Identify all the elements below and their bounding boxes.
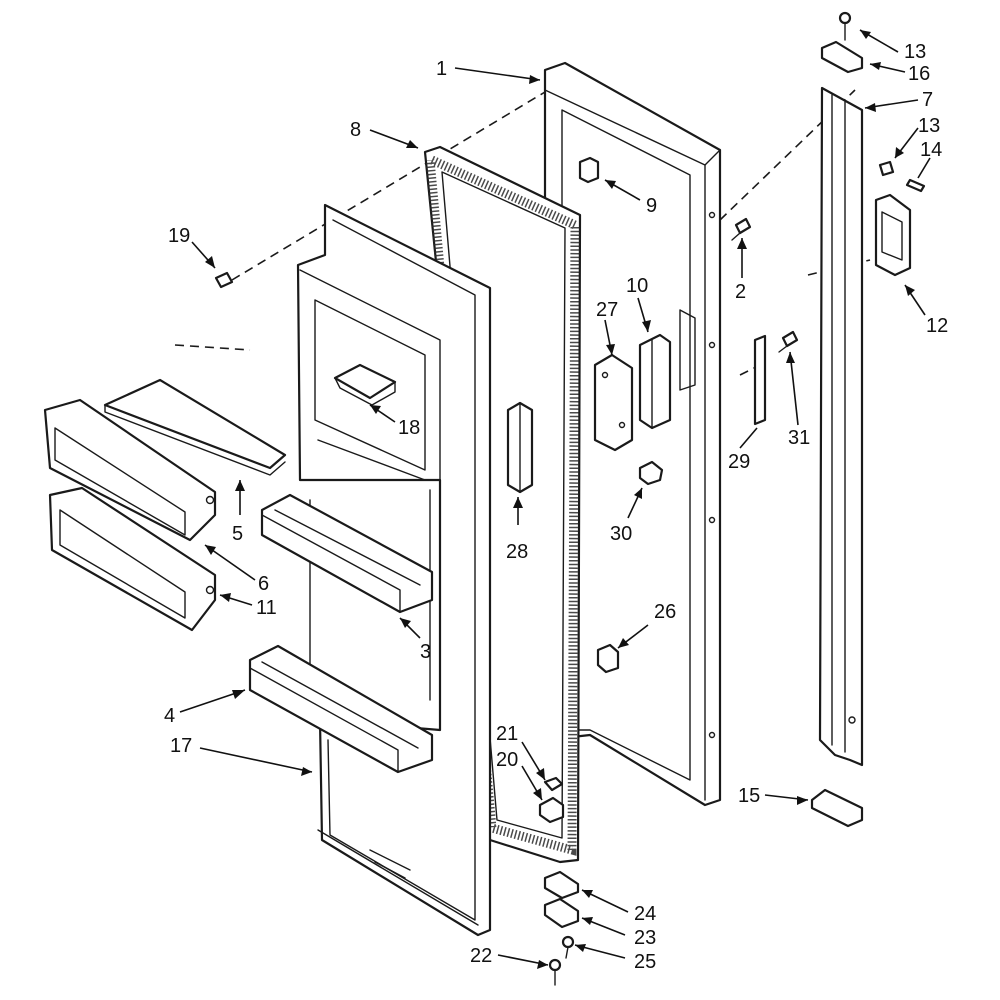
part-13-side-screw <box>878 160 895 177</box>
callout-30: 30 <box>610 523 632 545</box>
leader-arrows <box>179 29 931 969</box>
callout-31: 31 <box>788 427 810 449</box>
callout-10: 10 <box>626 275 648 297</box>
part-3-door-shelf <box>260 493 434 614</box>
alignment-line-5 <box>174 344 251 351</box>
part-25-screw <box>561 935 575 959</box>
part-12-handle <box>874 193 912 277</box>
callout-13-top: 13 <box>904 41 926 63</box>
part-18-small-bin <box>333 363 397 406</box>
callout-13-side: 13 <box>918 115 940 137</box>
part-14-pin <box>905 178 926 193</box>
callout-27: 27 <box>596 299 618 321</box>
callout-24: 24 <box>634 903 656 925</box>
part-9-plug <box>578 156 600 184</box>
leader-17 <box>199 747 313 773</box>
part-10-hinge-block <box>638 333 672 430</box>
part-5-bin-cover <box>103 378 287 476</box>
part-24-bottom-plate <box>543 870 580 900</box>
callout-3: 3 <box>420 641 431 663</box>
callout-4: 4 <box>164 705 175 727</box>
part-22-screw <box>548 958 562 986</box>
callout-1: 1 <box>436 58 447 80</box>
callout-16: 16 <box>908 63 930 85</box>
leader-29 <box>739 427 758 449</box>
callout-8: 8 <box>350 119 361 141</box>
part-26-latch <box>596 643 620 674</box>
callout-2: 2 <box>735 281 746 303</box>
leader-31 <box>789 351 799 426</box>
callout-21: 21 <box>496 723 518 745</box>
part-30-clip <box>638 460 664 486</box>
part-11-lower-bin <box>48 486 217 632</box>
callout-22: 22 <box>470 945 492 967</box>
part-20-hinge-bracket <box>538 796 565 824</box>
part-6-upper-bin <box>43 398 217 542</box>
callout-labels: 13 16 1 7 8 13 14 9 19 2 10 27 12 18 31 … <box>164 41 948 973</box>
callout-28: 28 <box>506 541 528 563</box>
part-31-screw <box>778 330 799 353</box>
callout-7: 7 <box>922 89 933 111</box>
callout-5: 5 <box>232 523 243 545</box>
callout-11: 11 <box>256 597 277 619</box>
part-28-pad <box>506 401 534 494</box>
part-15-bottom-bracket <box>810 788 864 828</box>
part-4-door-shelf <box>248 644 434 774</box>
callout-26: 26 <box>654 601 676 623</box>
callout-14: 14 <box>920 139 942 161</box>
callout-25: 25 <box>634 951 656 973</box>
part-29-spring-strip <box>753 334 767 426</box>
part-23-bottom-plate <box>543 897 580 929</box>
leader-14 <box>917 157 931 179</box>
callout-9: 9 <box>646 195 657 217</box>
part-2-screw <box>731 217 752 241</box>
leader-1 <box>454 67 541 81</box>
part-21-hinge-pin <box>543 776 564 792</box>
part-13-top-screw <box>838 11 852 41</box>
callout-15: 15 <box>738 785 760 807</box>
callout-6: 6 <box>258 573 269 595</box>
callout-19: 19 <box>168 225 190 247</box>
callout-12: 12 <box>926 315 948 337</box>
part-7-side-trim <box>818 86 864 767</box>
alignment-line-19 <box>231 91 546 281</box>
part-16-top-hinge <box>820 40 864 74</box>
callout-20: 20 <box>496 749 518 771</box>
part-19-screw <box>214 271 234 289</box>
part-27-bracket-plate <box>593 353 634 452</box>
callout-17: 17 <box>170 735 192 757</box>
callout-29: 29 <box>728 451 750 473</box>
callout-18: 18 <box>398 417 420 439</box>
callout-23: 23 <box>634 927 656 949</box>
